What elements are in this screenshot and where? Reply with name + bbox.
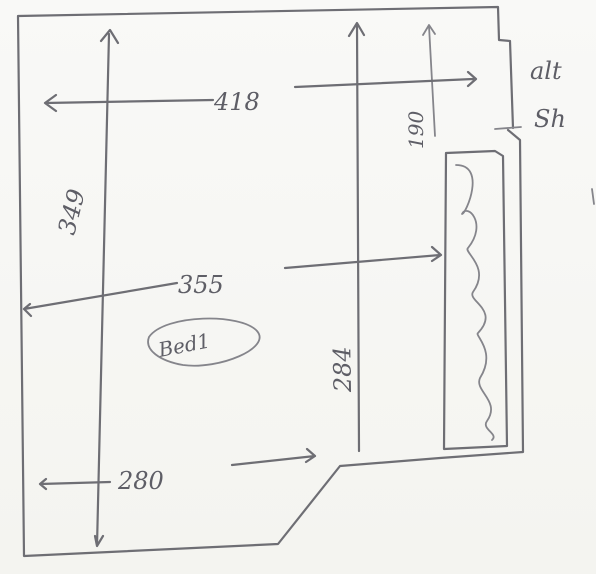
side-note-alt: alt — [530, 57, 562, 85]
wardrobe-outline — [442, 149, 509, 451]
room-outline — [16, 5, 525, 558]
edge-stroke-right — [591, 188, 595, 205]
right-height-label: 284 — [328, 346, 357, 393]
top-width-line — [43, 70, 478, 113]
room-name-circle — [147, 317, 261, 367]
left-height-line — [93, 28, 120, 548]
middle-width-line — [22, 245, 443, 318]
bottom-width-line — [38, 447, 317, 491]
middle-width-label: 355 — [178, 271, 224, 299]
wardrobe-hatching — [455, 164, 495, 441]
small-top-height-label: 190 — [404, 111, 428, 149]
right-height-line — [347, 21, 366, 453]
side-note-pointer — [494, 126, 522, 130]
bottom-width-label: 280 — [117, 467, 164, 495]
top-width-label: 418 — [213, 88, 260, 116]
side-note-sh: Sh — [534, 105, 566, 133]
room-name-label: Bed1 — [155, 328, 212, 362]
left-height-label: 349 — [53, 186, 91, 237]
